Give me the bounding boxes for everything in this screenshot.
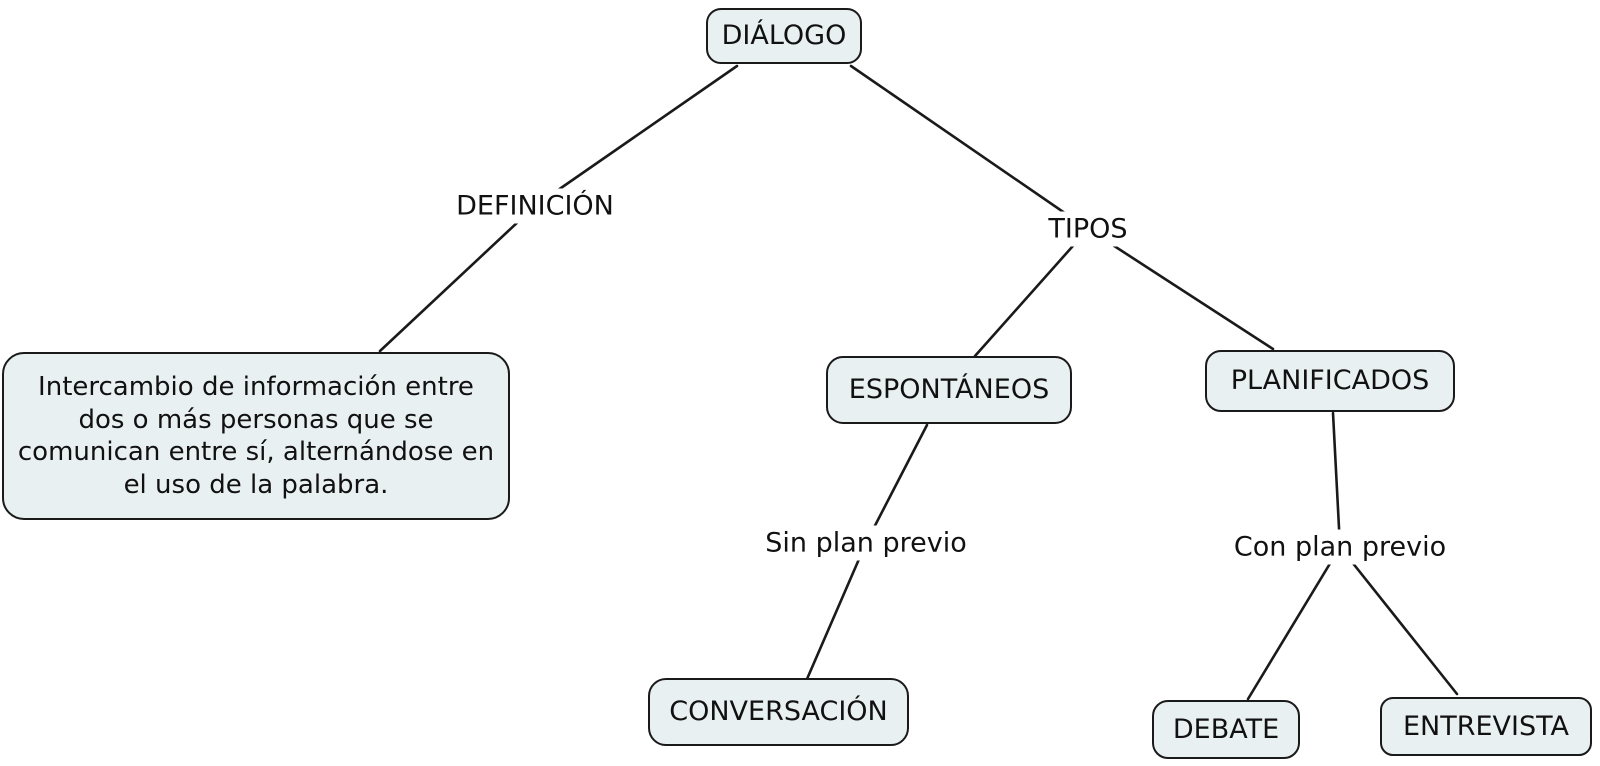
node-entrevista-label: ENTREVISTA xyxy=(1402,710,1569,742)
node-definition-text[interactable]: Intercambio de información entre dos o m… xyxy=(2,352,510,520)
link-label-tipos-text: TIPOS xyxy=(1048,213,1128,245)
node-entrevista[interactable]: ENTREVISTA xyxy=(1380,697,1592,756)
node-definition-text-label: Intercambio de información entre dos o m… xyxy=(17,372,495,500)
link-label-sin-plan-previo-text: Sin plan previo xyxy=(765,527,967,559)
node-conversacion[interactable]: CONVERSACIÓN xyxy=(648,678,909,746)
link-label-definicion[interactable]: DEFINICIÓN xyxy=(448,188,622,224)
link-label-definicion-text: DEFINICIÓN xyxy=(456,190,614,222)
node-conversacion-label: CONVERSACIÓN xyxy=(669,696,888,728)
node-debate[interactable]: DEBATE xyxy=(1152,700,1300,759)
link-tipos-planificados xyxy=(1086,227,1275,351)
link-label-con-plan-previo-text: Con plan previo xyxy=(1233,531,1447,563)
node-espontaneos-label: ESPONTÁNEOS xyxy=(848,374,1050,406)
link-conplan-entrevista xyxy=(1338,545,1459,696)
link-label-sin-plan-previo[interactable]: Sin plan previo xyxy=(757,525,975,561)
node-dialogo[interactable]: DIÁLOGO xyxy=(706,8,862,64)
node-espontaneos[interactable]: ESPONTÁNEOS xyxy=(826,356,1072,424)
node-planificados[interactable]: PLANIFICADOS xyxy=(1205,350,1455,412)
link-label-con-plan-previo[interactable]: Con plan previo xyxy=(1225,529,1455,565)
node-dialogo-label: DIÁLOGO xyxy=(721,20,847,52)
node-planificados-label: PLANIFICADOS xyxy=(1230,365,1430,397)
node-debate-label: DEBATE xyxy=(1172,713,1280,745)
link-label-tipos[interactable]: TIPOS xyxy=(1040,211,1136,247)
